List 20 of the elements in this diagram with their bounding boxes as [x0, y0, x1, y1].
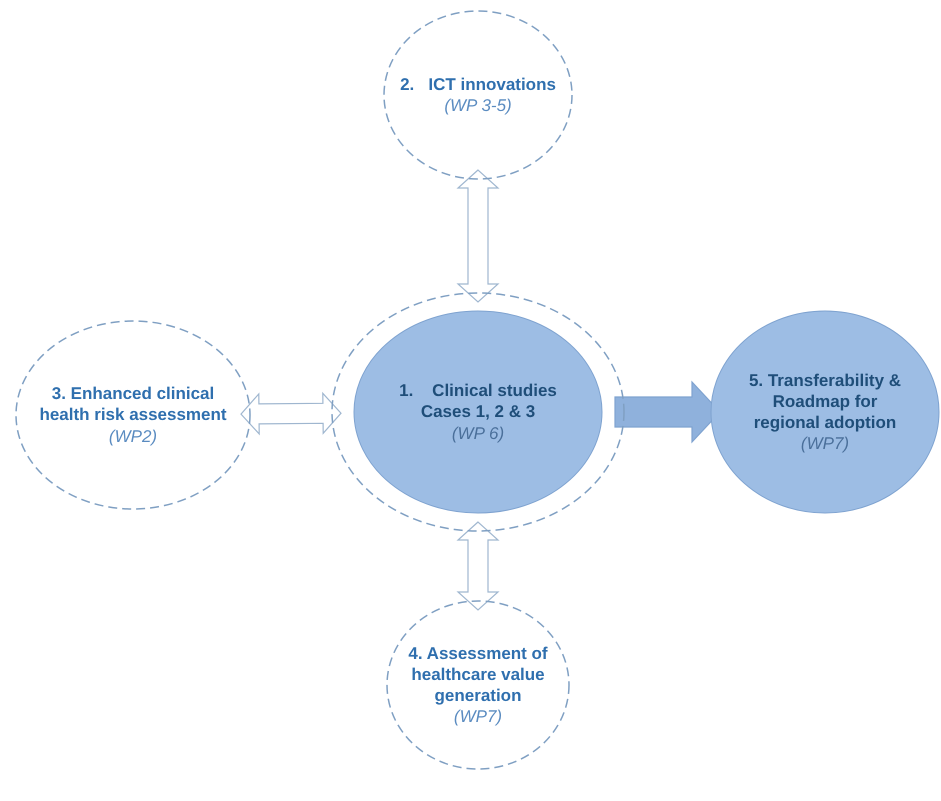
- node-title: 5. Transferability & Roadmap for regional adoption: [748, 370, 902, 434]
- dashed-ellipse: [386, 600, 570, 770]
- node-title: 3. Enhanced clinical health risk assessment: [38, 383, 228, 426]
- node-title: 1. Clinical studies: [399, 380, 557, 402]
- node-title: 2. ICT innovations: [400, 74, 556, 95]
- filled-ellipse: [353, 310, 603, 514]
- node-title: 4. Assessment of healthcare value generation: [407, 642, 549, 706]
- node-subtitle: (WP2): [108, 426, 158, 447]
- double-block-arrow: [240, 392, 342, 436]
- node-subtitle: (WP 6): [452, 422, 504, 444]
- double-block-arrow: [456, 521, 500, 611]
- filled-ellipse: [710, 310, 940, 514]
- dashed-ellipse: [15, 320, 251, 510]
- node-subtitle: (WP7): [800, 433, 850, 454]
- node-title: Cases 1, 2 & 3: [420, 401, 536, 423]
- dashed-ellipse: [383, 10, 573, 180]
- node-subtitle: (WP 3-5): [444, 95, 512, 116]
- node-subtitle: (WP7): [454, 706, 502, 728]
- double-block-arrow: [456, 169, 500, 303]
- dashed-ring: [331, 292, 625, 532]
